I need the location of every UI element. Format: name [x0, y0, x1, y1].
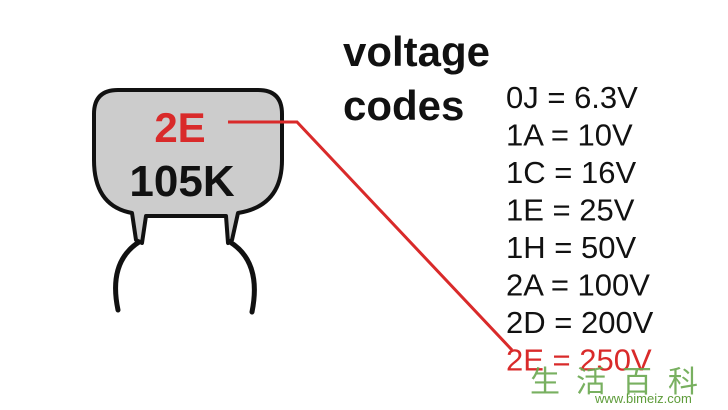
- voltage-code-item: 1H = 50V: [506, 230, 636, 265]
- voltage-code-item: 2D = 200V: [506, 305, 654, 340]
- title-line-1: voltage: [343, 28, 490, 75]
- voltage-code-item: 0J = 6.3V: [506, 80, 638, 115]
- title-line-2: codes: [343, 82, 464, 129]
- voltage-code-item: 1C = 16V: [506, 155, 636, 190]
- voltage-code-item: 2A = 100V: [506, 268, 650, 303]
- capacitor-lead-left: [116, 242, 139, 310]
- capacitor-value-marking: 105K: [129, 157, 234, 206]
- watermark-url: www.bimeiz.com: [594, 391, 692, 406]
- capacitor-code-marking: 2E: [154, 104, 205, 151]
- voltage-code-item: 1A = 10V: [506, 118, 633, 153]
- capacitor-lead-right: [230, 242, 254, 312]
- watermark: 生活百科 www.bimeiz.com: [530, 365, 714, 406]
- voltage-code-item: 1E = 25V: [506, 193, 635, 228]
